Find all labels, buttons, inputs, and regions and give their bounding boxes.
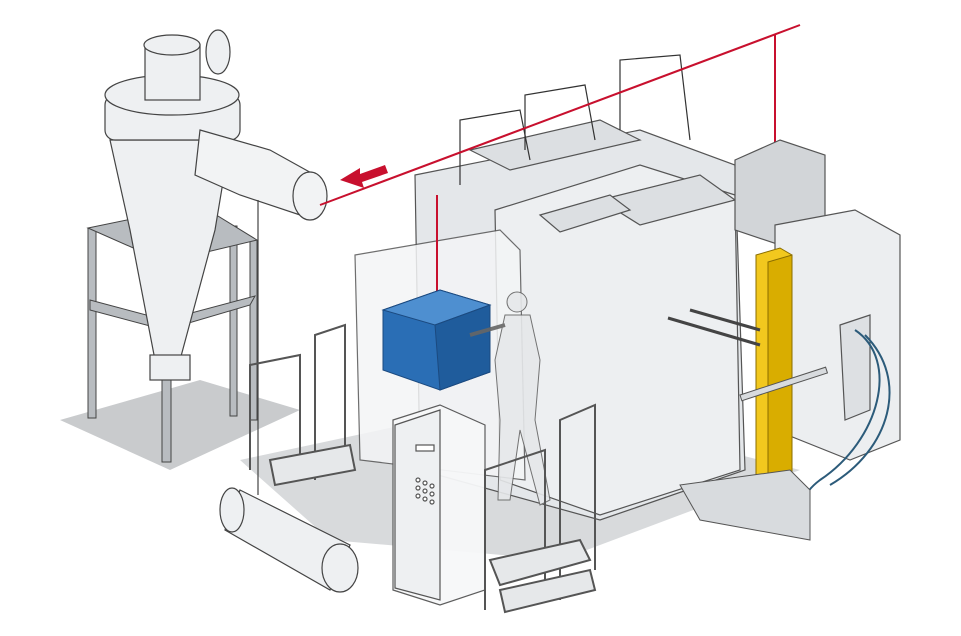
control-panel-keypad [415, 477, 435, 505]
powder-supply-cabinet [734, 139, 901, 461]
cyclone-shadow [60, 380, 300, 470]
cyclone-separator [104, 29, 241, 381]
air-flow-arrow-icon [340, 165, 388, 188]
gun-arms [667, 308, 761, 347]
lower-duct [219, 200, 359, 593]
operator-figure [469, 291, 551, 506]
base-platform [679, 366, 829, 541]
spray-hood [381, 289, 492, 391]
access-stairs [249, 323, 597, 614]
exhaust-duct [194, 129, 328, 221]
control-cabinet [392, 404, 486, 606]
air-flow-line [319, 24, 801, 300]
control-panel-display [415, 444, 435, 452]
gun-mover-column [755, 247, 793, 493]
